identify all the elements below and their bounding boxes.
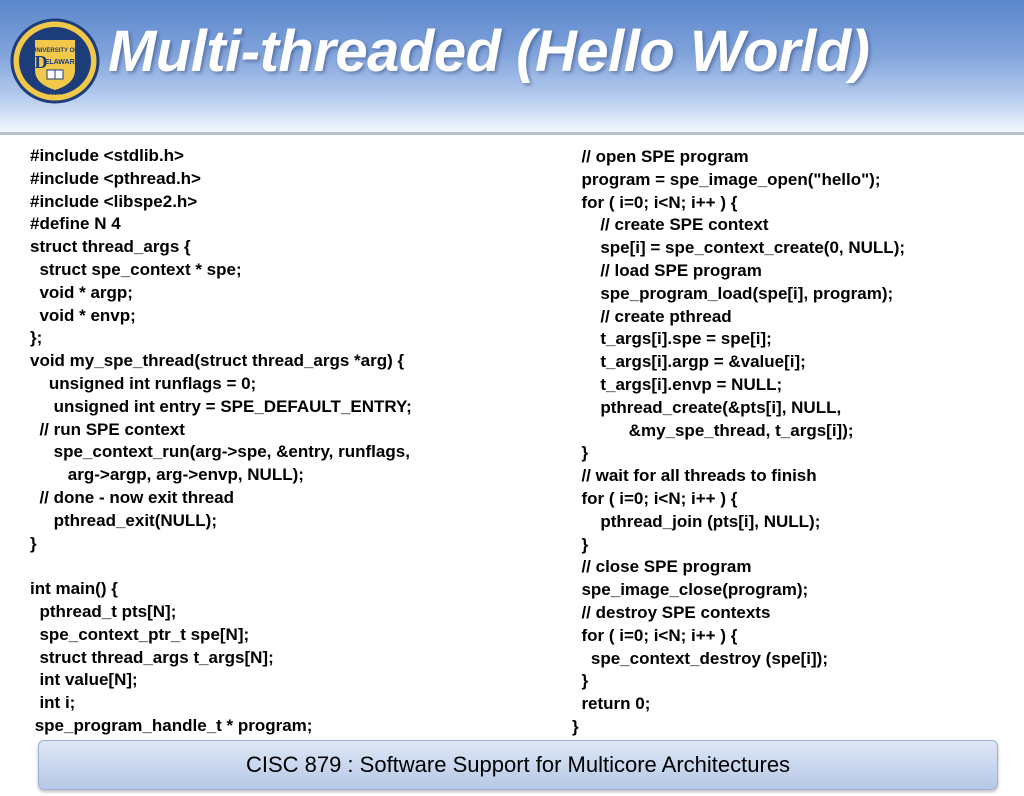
code-block-left: #include <stdlib.h> #include <pthread.h>… bbox=[30, 146, 412, 735]
svg-text:ELAWARE: ELAWARE bbox=[45, 59, 80, 66]
title-banner: UNIVERSITY OF D ELAWARE 1743 Multi-threa… bbox=[0, 0, 1024, 132]
footer-course-title: CISC 879 : Software Support for Multicor… bbox=[245, 752, 791, 777]
header-divider bbox=[0, 132, 1024, 135]
svg-text:1743: 1743 bbox=[49, 94, 60, 100]
code-block-right: // open SPE program program = spe_image_… bbox=[572, 147, 906, 736]
svg-text:UNIVERSITY OF: UNIVERSITY OF bbox=[32, 48, 78, 54]
slide-title: Multi-threaded (Hello World) bbox=[108, 19, 870, 84]
footer-bar: CISC 879 : Software Support for Multicor… bbox=[38, 740, 998, 790]
university-seal-icon: UNIVERSITY OF D ELAWARE 1743 bbox=[10, 18, 100, 104]
svg-text:D: D bbox=[35, 52, 48, 72]
